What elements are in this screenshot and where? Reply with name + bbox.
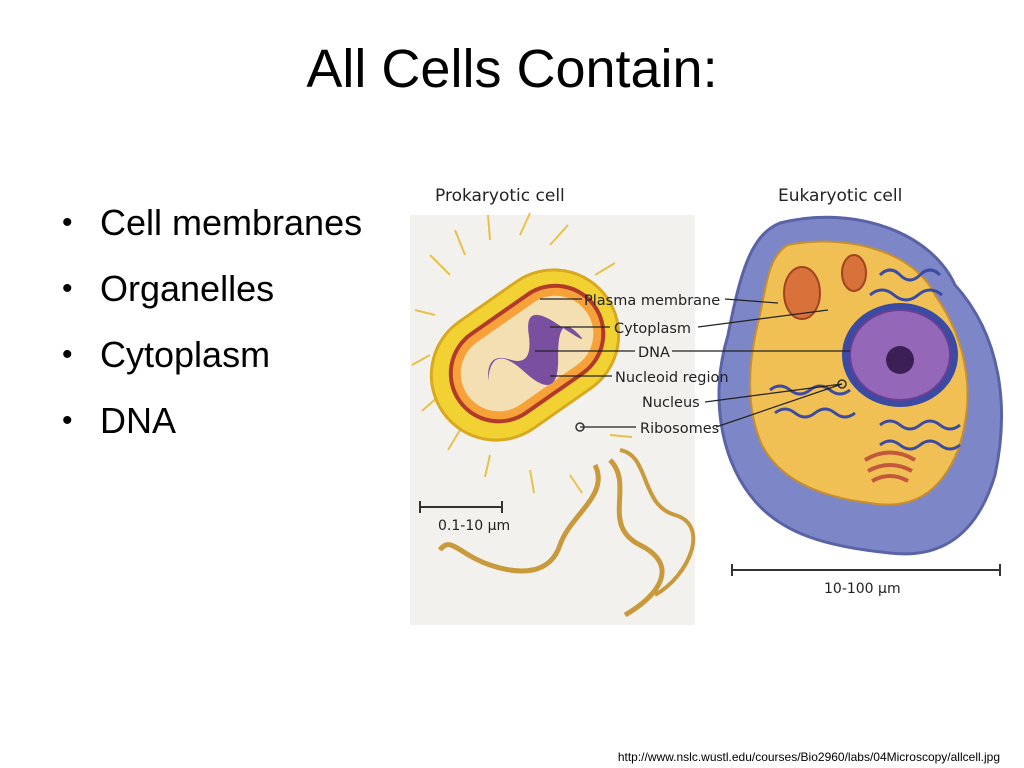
label-cytoplasm: Cytoplasm (614, 321, 691, 337)
bullet-text: Organelles (100, 268, 275, 309)
label-nucleoid-region: Nucleoid region (615, 370, 729, 386)
eukaryotic-cell-illustration: 10-100 µm (717, 215, 1003, 597)
cell-comparison-figure: Prokaryotic cell Eukaryotic cell (410, 175, 1010, 635)
label-nucleus: Nucleus (642, 395, 700, 411)
label-leaders (535, 298, 850, 428)
bullet-text: Cytoplasm (100, 334, 271, 375)
bullet-icon: • (62, 272, 73, 305)
flagellum (437, 463, 601, 574)
prokaryote-scale-label: 0.1-10 µm (438, 518, 510, 534)
source-url[interactable]: http://www.nslc.wustl.edu/courses/Bio296… (617, 750, 1000, 764)
flagellum (608, 458, 665, 618)
bullet-icon: • (62, 206, 73, 239)
prokaryote-title: Prokaryotic cell (435, 186, 565, 206)
bullet-item: • Cytoplasm (60, 322, 362, 388)
bullet-item: • DNA (60, 388, 362, 454)
label-plasma-membrane: Plasma membrane (584, 293, 720, 309)
bullet-item: • Organelles (60, 256, 362, 322)
prokaryotic-cell-illustration: 0.1-10 µm (411, 212, 696, 618)
bullet-item: • Cell membranes (60, 190, 362, 256)
bullet-icon: • (62, 338, 73, 371)
flagellum (619, 448, 696, 597)
eukaryote-scale-label: 10-100 µm (824, 581, 901, 597)
bullet-list: • Cell membranes • Organelles • Cytoplasm •… (60, 190, 362, 454)
bullet-text: Cell membranes (100, 202, 363, 243)
bullet-icon: • (62, 404, 73, 437)
bullet-text: DNA (100, 400, 177, 441)
label-ribosomes: Ribosomes (640, 421, 719, 437)
slide-title: All Cells Contain: (306, 39, 718, 99)
eukaryote-title: Eukaryotic cell (778, 186, 902, 206)
label-dna: DNA (638, 345, 670, 361)
